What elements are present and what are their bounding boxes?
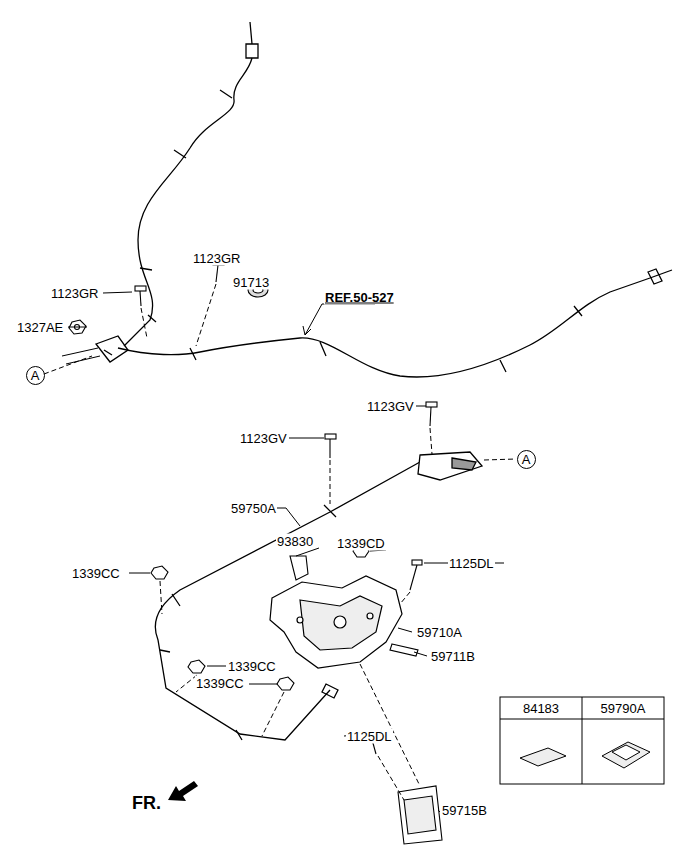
part-number: 1339CD — [336, 536, 386, 551]
part-number: 1123GR — [192, 251, 241, 266]
dashed-leaders-lower — [400, 592, 410, 604]
dashed-leaders-lower — [484, 459, 516, 460]
table-cell: 59790A — [600, 701, 647, 716]
dashed-leaders-lower — [430, 428, 432, 454]
parts-table — [500, 697, 664, 784]
dashed-leaders-lower — [330, 460, 331, 504]
fasteners-upper — [135, 286, 146, 291]
parking-cable-lower — [322, 684, 338, 698]
parking-brake-lever-59710A — [270, 576, 402, 668]
dashed-leaders-lower — [160, 428, 516, 800]
dashed-leaders-upper — [44, 356, 92, 374]
fasteners-lower — [404, 796, 436, 834]
fasteners-lower — [277, 677, 294, 690]
part-number: 91713 — [232, 275, 270, 290]
part-number: 1339CC — [195, 676, 245, 691]
fasteners-lower — [329, 439, 330, 458]
parking-brake-lever-59710A — [297, 617, 303, 623]
fasteners-lower — [325, 434, 336, 439]
fasteners-upper — [140, 291, 141, 306]
parking-brake-lever-59710A — [300, 596, 382, 650]
dashed-leaders-lower — [176, 675, 197, 692]
fasteners-upper — [69, 320, 86, 334]
part-number: 59710A — [416, 625, 463, 640]
part-number: 1123GV — [366, 399, 415, 414]
fasteners-upper — [216, 265, 218, 282]
fasteners-lower — [398, 786, 442, 844]
dashed-leaders-upper — [196, 284, 216, 346]
leader-lines-upper — [303, 304, 375, 335]
part-number: 1125DL — [448, 556, 495, 571]
part-number: 1339CC — [71, 566, 121, 581]
dashed-leaders-lower — [160, 581, 162, 614]
part-number: 1339CC — [227, 659, 277, 674]
fasteners-lower — [390, 644, 418, 656]
fasteners-lower — [412, 560, 422, 565]
dashed-leaders-lower — [378, 756, 404, 800]
part-number: 59715B — [441, 803, 488, 818]
fasteners-lower — [290, 556, 308, 580]
dashed-leaders-lower — [262, 692, 284, 736]
dashed-leaders-upper — [141, 308, 147, 338]
reference-circle: A — [517, 450, 536, 469]
part-number: 59711B — [430, 649, 476, 664]
part-number: 1125DL — [346, 729, 393, 744]
parking-cable-upper — [140, 90, 232, 322]
fasteners-lower — [426, 402, 437, 407]
parking-cable-upper — [246, 22, 258, 58]
fasteners-lower — [430, 407, 431, 426]
part-number: 93830 — [276, 534, 314, 549]
part-number: 1327AE — [16, 320, 64, 335]
fasteners-lower — [410, 565, 417, 590]
parts-table — [612, 745, 640, 760]
reference-letter: A — [31, 369, 40, 382]
leader-lines-lower — [129, 406, 504, 812]
reference-letter: A — [522, 453, 531, 466]
reference-circle: A — [26, 366, 45, 385]
fasteners-lower — [151, 402, 442, 844]
parking-cable-lower — [418, 452, 482, 480]
parking-cable-upper — [62, 22, 672, 377]
fasteners-lower — [188, 660, 205, 673]
parts-table — [520, 748, 566, 766]
parking-cable-lower — [155, 452, 482, 740]
parking-cable-upper — [190, 306, 582, 372]
parking-cable-lower — [155, 462, 420, 740]
leader-lines-lower — [129, 406, 504, 573]
leader-lines-upper — [68, 327, 87, 328]
table-cell: 84183 — [522, 701, 560, 716]
parking-cable-upper — [118, 278, 650, 377]
parking-brake-lever-59710A — [367, 613, 373, 619]
front-direction-arrow — [168, 781, 198, 801]
parking-cable-upper — [648, 269, 672, 284]
parking-cable-lower — [452, 458, 476, 470]
part-number: 1123GR — [50, 286, 99, 301]
parking-cable-upper — [124, 58, 252, 346]
direction-label: FR. — [131, 793, 162, 813]
dashed-leaders-lower — [360, 664, 420, 786]
parking-brake-lever-59710A — [270, 576, 402, 668]
leader-lines-upper — [103, 292, 132, 293]
part-number: 1123GV — [239, 431, 288, 446]
leader-lines-lower — [274, 508, 300, 526]
parts-table — [500, 697, 664, 784]
dashed-leaders-upper — [44, 284, 216, 374]
front-direction-arrow — [168, 781, 198, 801]
parking-brake-lever-59710A — [334, 616, 346, 628]
parking-cable-upper — [96, 336, 128, 362]
fasteners-lower — [151, 566, 168, 579]
parts-table — [602, 742, 650, 768]
parts-table — [500, 697, 664, 784]
parking-cable-upper — [62, 348, 100, 364]
reference-note: REF.50-527 — [324, 290, 395, 305]
part-number: 59750A — [230, 501, 277, 516]
